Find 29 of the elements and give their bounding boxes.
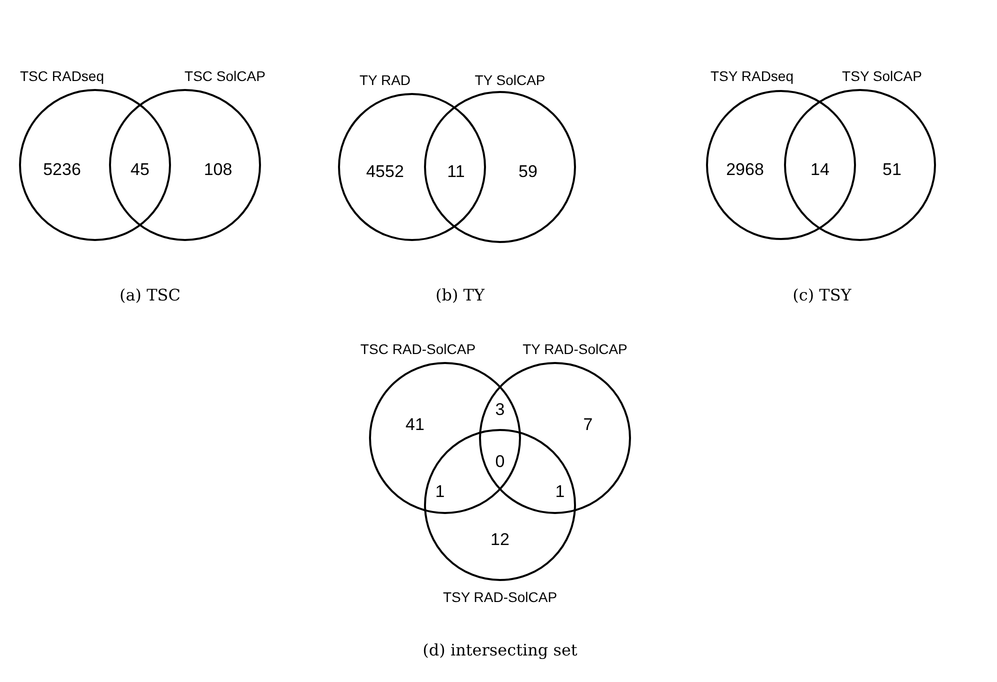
set-label: TSY SolCAP (842, 68, 922, 84)
count-label: 41 (406, 415, 424, 435)
count-label: 5236 (43, 160, 81, 180)
panel-caption: (d) intersecting set (422, 640, 578, 660)
set-label: TY SolCAP (474, 72, 546, 88)
count-label: 4552 (366, 162, 404, 182)
panel-caption: (c) TSY (792, 286, 852, 304)
set-label: TY RAD (359, 72, 411, 88)
count-label: 12 (490, 530, 510, 550)
count-label: 14 (810, 160, 830, 180)
count-label: 3 (495, 400, 505, 420)
count-label: 51 (882, 160, 902, 180)
set-label: TSC SolCAP (184, 68, 266, 84)
set-label: TSC RADseq (20, 68, 104, 84)
count-label: 0 (495, 452, 505, 472)
count-label: 2968 (726, 160, 764, 180)
set-label: TSY RAD-SolCAP (442, 589, 558, 605)
set-label: TY RAD-SolCAP (522, 341, 628, 357)
set-label: TSC RAD-SolCAP (360, 341, 476, 357)
set-label: TSY RADseq (710, 68, 794, 84)
count-label: 59 (518, 162, 538, 182)
count-label: 45 (130, 160, 150, 180)
count-label: 108 (204, 160, 232, 180)
count-label: 1 (555, 482, 565, 502)
count-label: 11 (447, 162, 465, 182)
panel-caption: (b) TY (435, 286, 485, 304)
count-label: 1 (435, 482, 445, 502)
count-label: 7 (583, 415, 593, 435)
panel-caption: (a) TSC (120, 286, 180, 304)
